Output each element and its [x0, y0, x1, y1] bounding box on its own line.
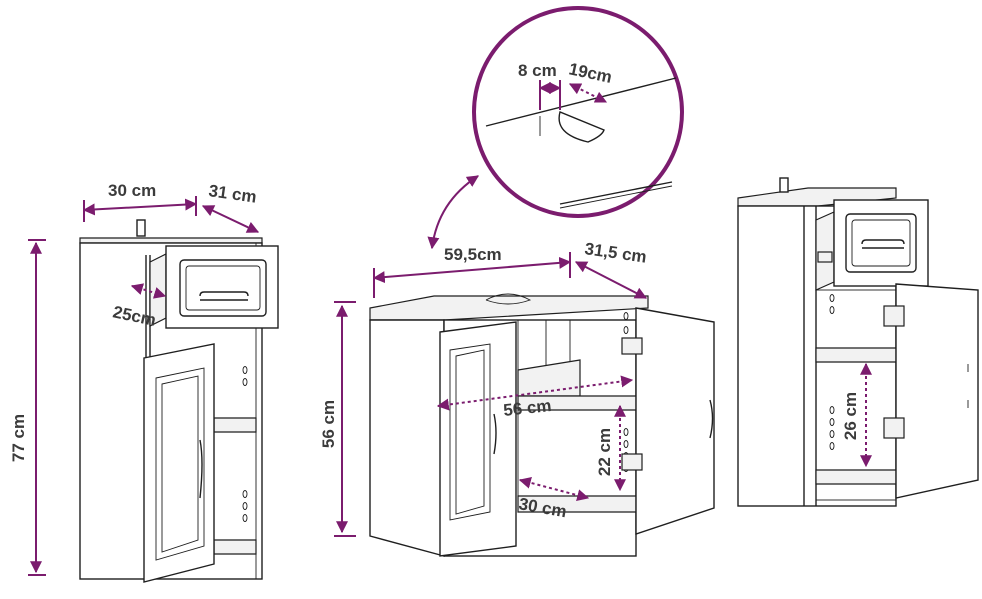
- wall-clip: [136, 219, 146, 237]
- drawer-handle: [199, 291, 249, 297]
- hinge-icon: [883, 417, 905, 439]
- hinge-icon: [621, 453, 643, 471]
- middle-right-door: [621, 307, 715, 535]
- label-mid-inner-height: 22 cm: [595, 428, 614, 476]
- label-left-depth: 31 cm: [207, 181, 257, 207]
- drawer-handle: [861, 239, 905, 245]
- middle-cabinet: [369, 293, 715, 557]
- wall-clip: [779, 177, 789, 193]
- right-dimensions: 26 cm: [841, 362, 872, 468]
- label-mid-height: 56 cm: [319, 400, 338, 448]
- label-mid-depth: 31,5 cm: [583, 239, 647, 266]
- hinge-icon: [883, 305, 905, 327]
- left-drawer: [149, 245, 279, 329]
- left-door-handle: [493, 413, 497, 455]
- middle-left-door: [439, 321, 517, 557]
- right-cabinet: [737, 177, 979, 507]
- label-left-height: 77 cm: [9, 414, 28, 462]
- cutout-zoom-detail: 8 cm 19cm: [472, 6, 684, 218]
- right-holes: [829, 294, 835, 450]
- right-drawer: [815, 199, 929, 291]
- shelf-holes: [242, 366, 248, 522]
- label-left-width: 30 cm: [108, 181, 156, 200]
- middle-dimensions: 59,5cm 31,5 cm 56 cm 56 cm 22 cm 30 cm: [319, 239, 648, 537]
- label-right-shelf-height: 26 cm: [841, 392, 860, 440]
- basin-cutout: [485, 293, 532, 305]
- label-mid-inner-width: 56 cm: [502, 396, 552, 420]
- hinge-icon: [621, 337, 643, 355]
- right-door: [883, 283, 979, 499]
- left-door: [143, 343, 215, 583]
- right-door-handle: [709, 399, 714, 439]
- left-cabinet: [79, 219, 279, 583]
- drawer-slide: [817, 251, 833, 263]
- zoom-arrow: [427, 175, 480, 250]
- door-handle: [199, 439, 203, 499]
- label-mid-width: 59,5cm: [444, 245, 502, 264]
- basin-cutout-icon: [558, 111, 605, 143]
- label-zoom-cutout-width: 8 cm: [518, 61, 557, 80]
